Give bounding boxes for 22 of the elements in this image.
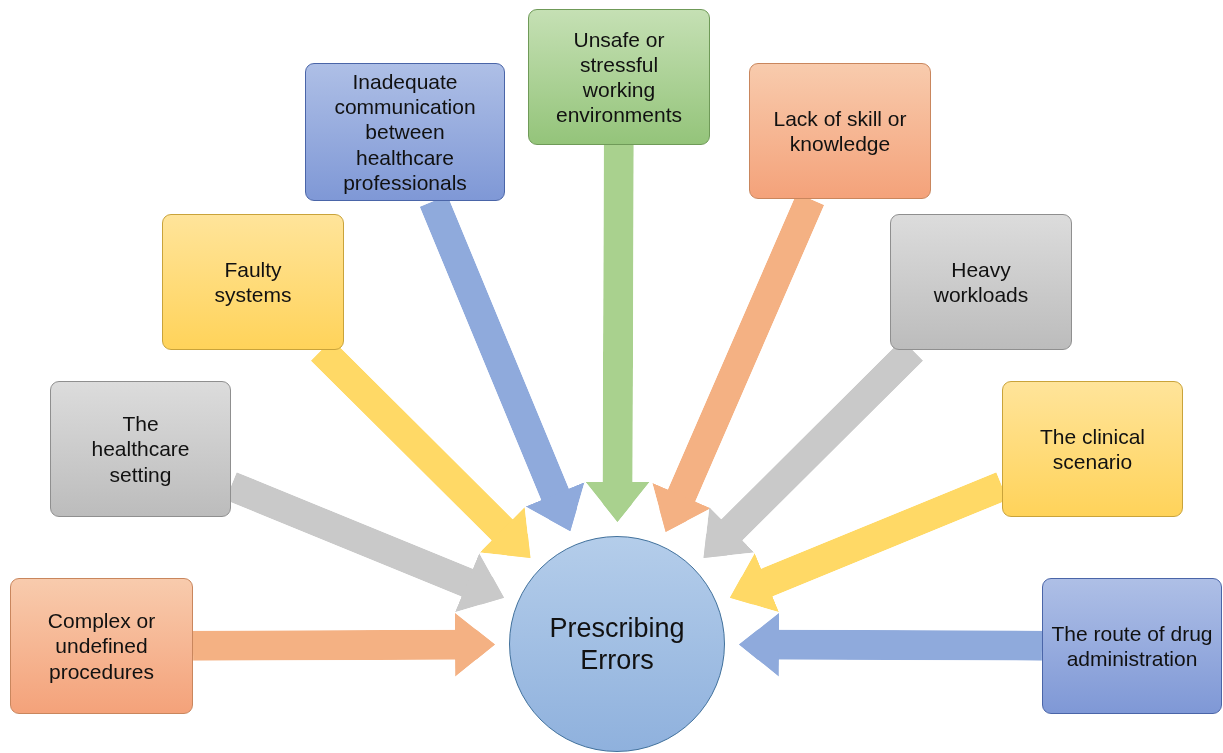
- factor-label: Lack of skill or knowledge: [772, 105, 908, 157]
- center-title: Prescribing Errors: [548, 611, 686, 677]
- factor-label: Inadequate communication between healthcare professionals: [333, 69, 477, 195]
- factor-label: The clinical scenario: [1038, 423, 1146, 475]
- factor-box: [305, 63, 505, 201]
- factor-box: [50, 381, 231, 517]
- factor-box: [10, 578, 193, 714]
- factor-box: [1002, 381, 1183, 517]
- factor-label: Faulty systems: [213, 256, 293, 308]
- factor-label: Complex or undefined procedures: [46, 608, 157, 684]
- factor-label: Unsafe or stressful working environments: [554, 26, 684, 128]
- factor-box: [1042, 578, 1222, 714]
- factor-box: [749, 63, 931, 199]
- factor-label: Heavy workloads: [932, 256, 1030, 308]
- arrow: [585, 144, 650, 522]
- arrow: [192, 612, 495, 677]
- factor-label: The healthcare setting: [90, 411, 191, 487]
- arrow: [739, 612, 1043, 677]
- factor-box: [528, 9, 710, 145]
- factor-box: [162, 214, 344, 350]
- factor-box: [890, 214, 1072, 350]
- factor-label: The route of drug administration: [1050, 620, 1214, 672]
